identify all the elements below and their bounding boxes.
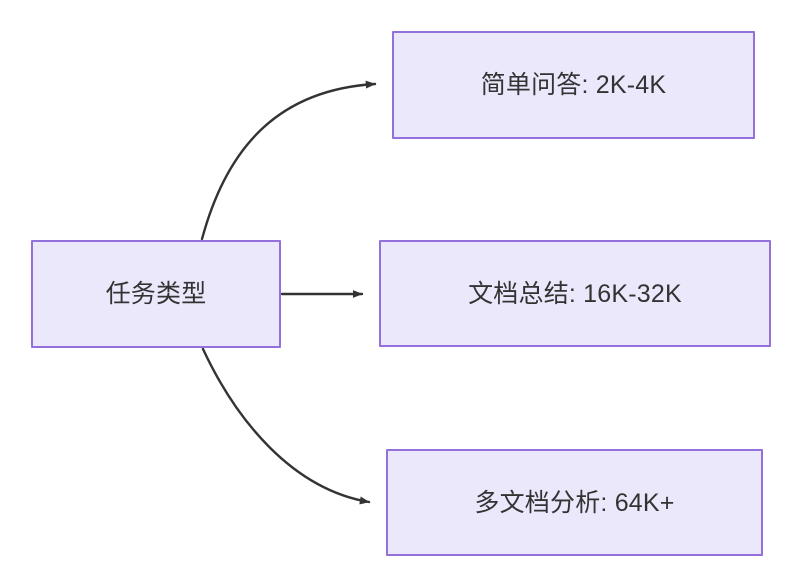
node-simple-qa[interactable]: 简单问答: 2K-4K <box>392 31 755 139</box>
node-document-summary-label: 文档总结: 16K-32K <box>468 279 682 308</box>
node-task-type-label: 任务类型 <box>105 280 207 308</box>
node-simple-qa-label: 简单问答: 2K-4K <box>480 71 667 99</box>
node-task-type[interactable]: 任务类型 <box>31 240 281 348</box>
edge-root-to-simple-qa <box>200 80 377 241</box>
node-multi-document-analysis[interactable]: 多文档分析: 64K+ <box>386 449 763 556</box>
node-document-summary[interactable]: 文档总结: 16K-32K <box>379 240 771 347</box>
node-multi-document-analysis-label: 多文档分析: 64K+ <box>474 488 675 517</box>
edge-root-to-multi-doc <box>201 347 371 505</box>
